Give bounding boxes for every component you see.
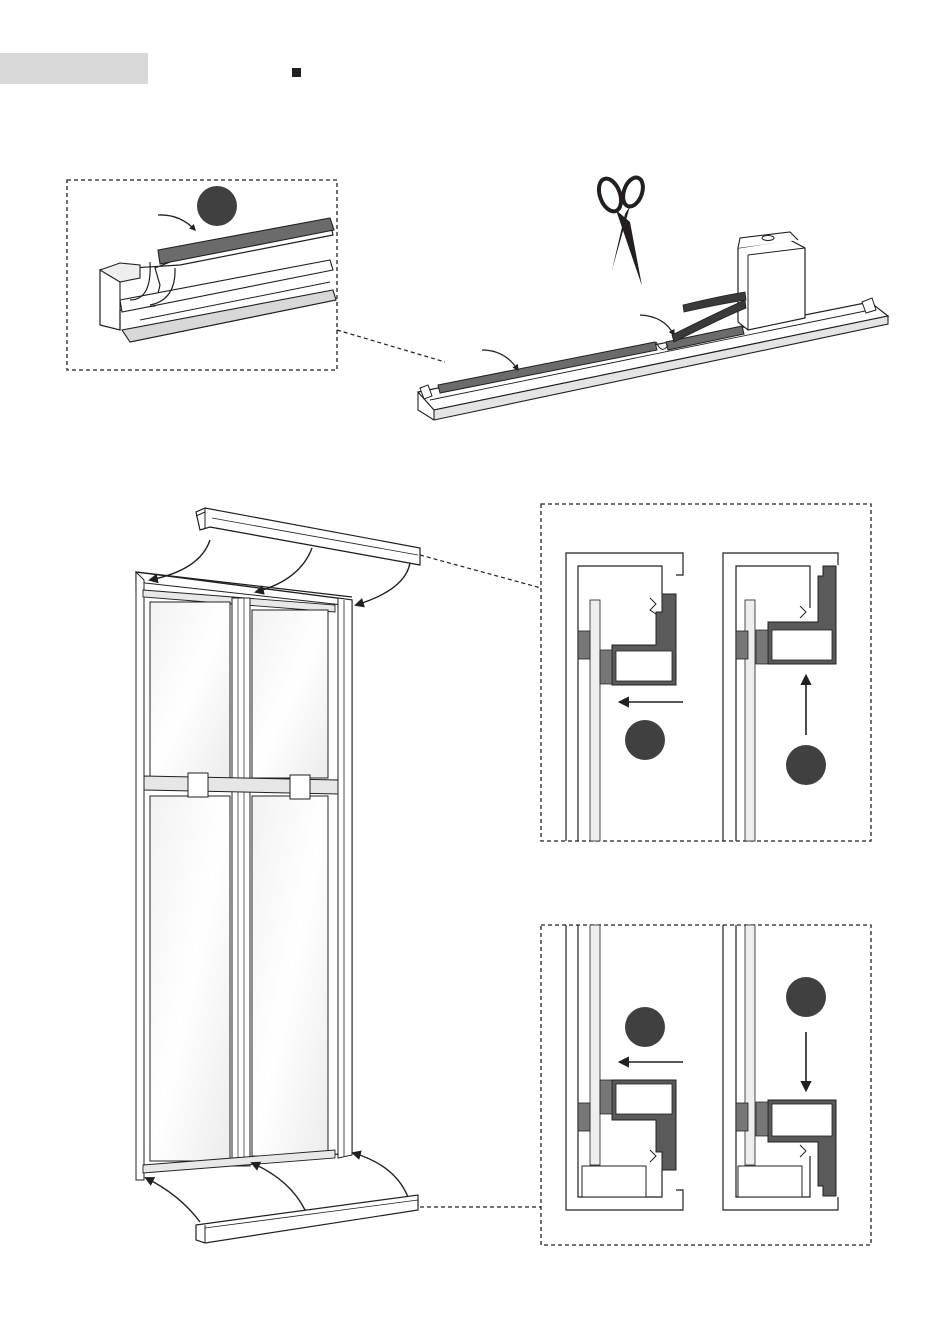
top-detail-push: [723, 553, 838, 841]
step-badge: [625, 1007, 665, 1047]
step-badge: [197, 186, 237, 226]
track-rail: [418, 298, 888, 420]
scissors-icon: [595, 175, 647, 286]
top-detail-slide: [566, 553, 683, 841]
step-badge: [786, 977, 826, 1017]
step-badge: [625, 720, 665, 760]
bottom-detail-push: [723, 925, 838, 1210]
bottom-detail-slide: [566, 925, 683, 1210]
door-frame: [136, 572, 352, 1180]
top-detail-leader: [420, 555, 541, 588]
detail-leader-line: [337, 330, 445, 362]
bottom-section-details: [541, 925, 871, 1245]
seal-strip-detail: [67, 180, 337, 370]
top-section-details: [541, 504, 871, 841]
step-badge: [786, 745, 826, 785]
